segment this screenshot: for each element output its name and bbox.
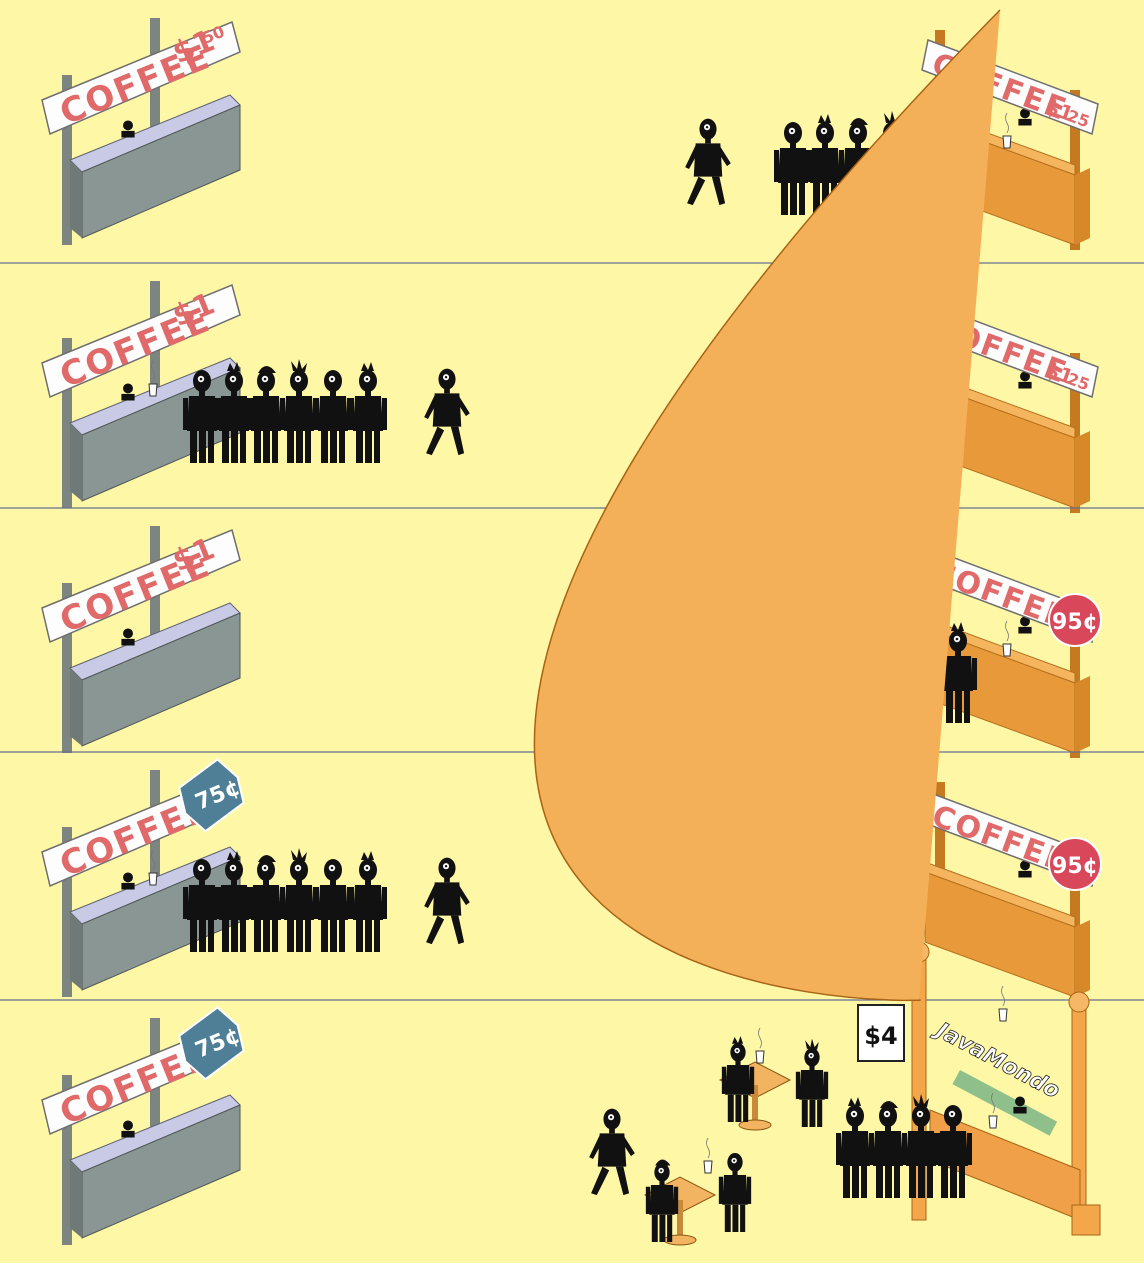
price-badge (1048, 593, 1102, 647)
person-icon (934, 1105, 972, 1198)
person-icon (349, 362, 387, 463)
person-icon (247, 855, 285, 952)
vendor-icon (121, 628, 135, 646)
price-badge-text: 95¢ (1052, 610, 1098, 635)
person-icon (589, 1108, 635, 1196)
coffee-cup-icon (703, 1137, 713, 1174)
vendor-icon (121, 1120, 135, 1138)
coffee-cup-icon (988, 1092, 998, 1129)
left-coffee-stand: COFFEE$1 (41, 281, 241, 508)
coffee-sign (41, 528, 241, 644)
vendor-icon (1013, 1096, 1027, 1114)
person-icon (280, 848, 318, 952)
coffee-cup-icon (1002, 112, 1012, 149)
coffee-cup-icon (1002, 620, 1012, 657)
cafe-price: $4 (864, 1022, 897, 1050)
price-badge-text: 95¢ (1052, 854, 1098, 879)
price-badge (1048, 837, 1102, 891)
javamondo-cafe: JavaMondo$4 (533, 9, 1101, 1246)
person-icon (721, 1036, 755, 1122)
person-icon (183, 859, 221, 952)
coffee-cup-icon (755, 1027, 765, 1064)
vendor-icon (121, 383, 135, 401)
cafe-price-sign (857, 1004, 905, 1062)
vendor-icon (121, 872, 135, 890)
coffee-cup-icon (148, 360, 158, 397)
vendor-icon (1018, 108, 1032, 126)
person-icon (869, 1101, 907, 1198)
price-tag: 75¢ (178, 1006, 245, 1081)
person-icon (795, 1038, 829, 1127)
vendor-icon (1018, 860, 1032, 878)
person-icon (718, 1152, 752, 1232)
price-tag: 75¢ (178, 758, 245, 833)
person-icon (424, 857, 470, 945)
cafe-awning (952, 1069, 1058, 1136)
vendor-icon (121, 120, 135, 138)
coffee-cup-icon (998, 985, 1008, 1022)
person-icon (349, 851, 387, 952)
coffee-sign (41, 20, 241, 136)
vendor-icon (1018, 371, 1032, 389)
coffee-cup-icon (148, 849, 158, 886)
coffee-sign (41, 283, 241, 399)
person-icon (645, 1159, 679, 1242)
vendor-icon (1018, 616, 1032, 634)
person-icon (424, 368, 470, 456)
cafe-arch (533, 9, 1001, 1002)
person-icon (685, 118, 731, 206)
